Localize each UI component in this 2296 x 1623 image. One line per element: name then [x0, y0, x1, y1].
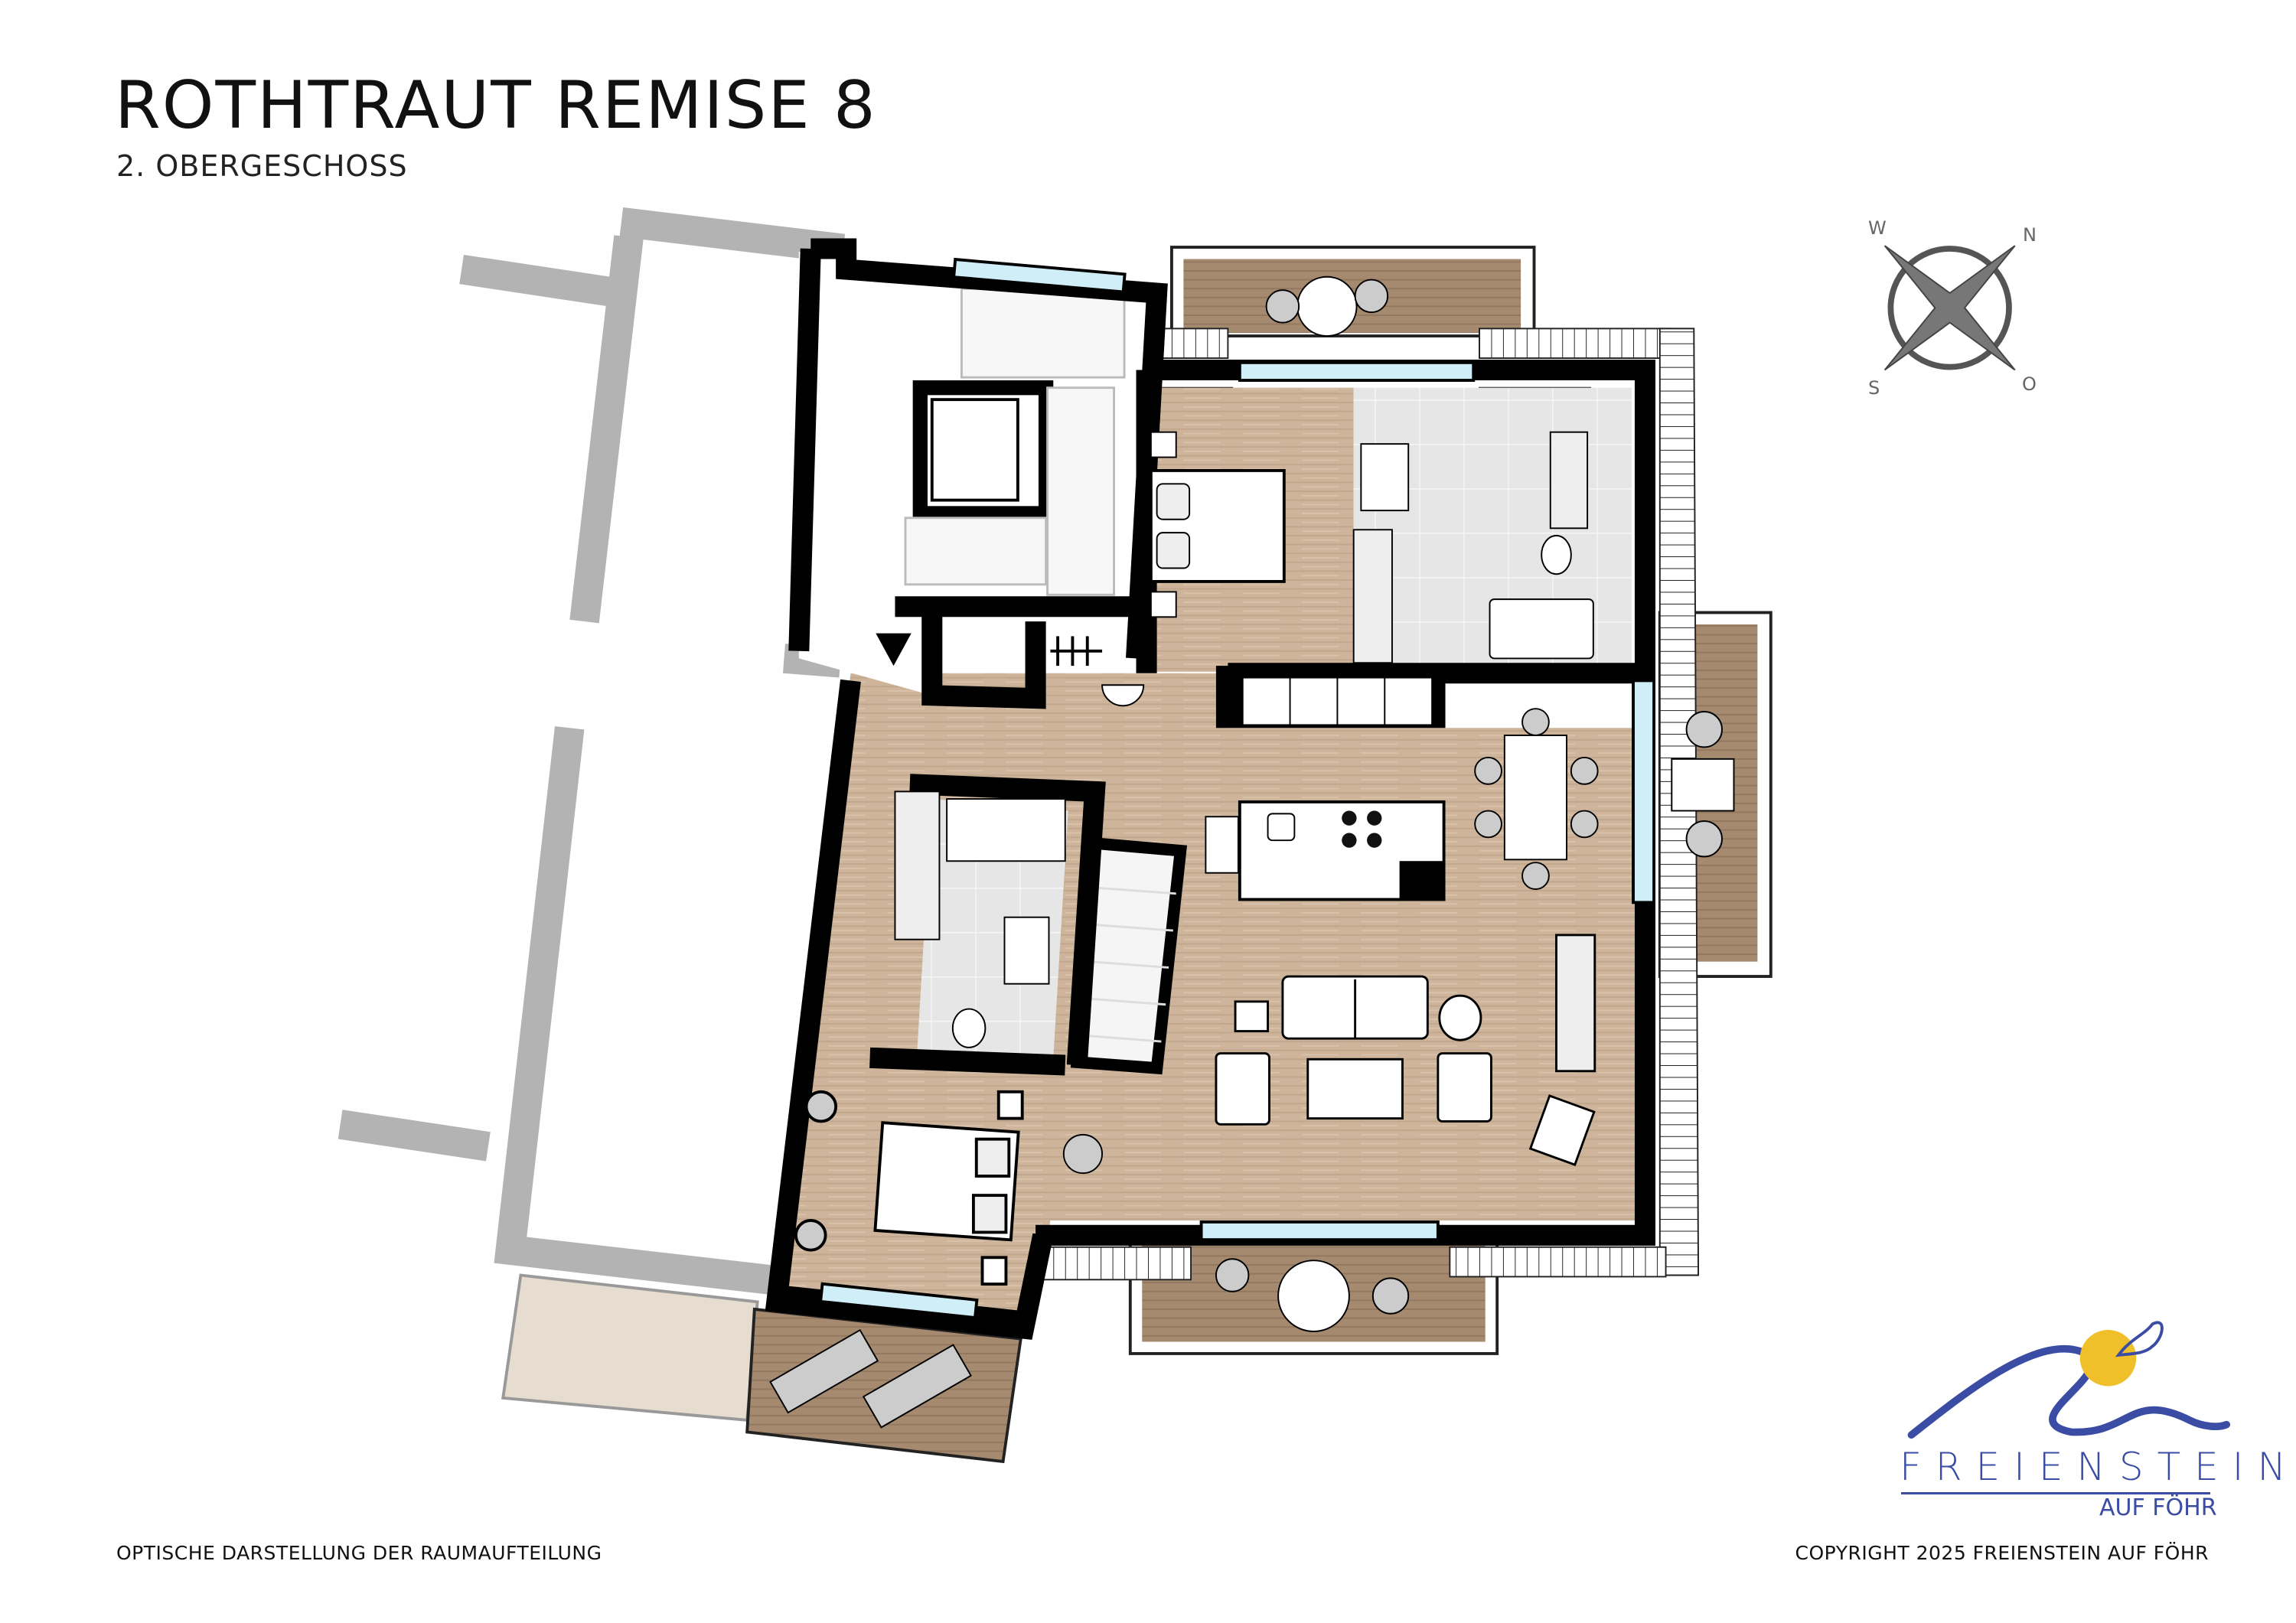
stair-steps — [1084, 886, 1176, 1043]
door-swing — [1101, 684, 1145, 707]
bathroom-2-floor — [917, 799, 1068, 1058]
entrance-arrow-icon — [876, 633, 912, 666]
bathtub-lower — [946, 798, 1066, 862]
wine-rack — [1050, 636, 1103, 666]
freienstein-logo-graphic — [1907, 1321, 2230, 1439]
compass-east-label: O — [2022, 373, 2037, 395]
shower-upper — [1549, 431, 1589, 530]
balcony-right-furniture — [1671, 711, 1735, 858]
logo-name: FREIENSTEIN — [1900, 1445, 2296, 1489]
bed-lower — [794, 1090, 1024, 1286]
elevator — [912, 380, 1054, 521]
elevator-cabin — [930, 398, 1019, 502]
living-furniture — [1215, 934, 1596, 1167]
kitchen-island — [1205, 800, 1446, 901]
logo-underline — [1901, 1492, 2210, 1494]
railing — [1042, 1246, 1192, 1281]
railing — [1449, 1246, 1667, 1278]
neighbor-building-outline — [338, 207, 846, 1295]
dining-set — [1474, 708, 1599, 890]
toilet-lower — [951, 1008, 987, 1048]
wardrobe-upper — [1352, 529, 1393, 664]
stairs-core — [904, 287, 1126, 596]
sun-loungers — [769, 1328, 972, 1429]
wardrobe-lower — [894, 790, 941, 940]
ground-terrace — [501, 1273, 759, 1423]
page-title: ROTHTRAUT REMISE 8 — [115, 67, 877, 144]
railing — [1479, 328, 1673, 360]
balcony-top — [1169, 246, 1536, 337]
floor-subtitle: 2. OBERGESCHOSS — [116, 149, 408, 183]
sink-lower — [1003, 916, 1050, 985]
copyright-text: COPYRIGHT 2025 FREIENSTEIN AUF FÖHR — [1795, 1542, 2209, 1564]
toilet-upper — [1541, 535, 1572, 575]
railing — [1153, 328, 1229, 360]
bed-upper — [1149, 431, 1286, 618]
compass-south-label: S — [1868, 377, 1880, 399]
windows — [819, 257, 1656, 1320]
logo-tagline: AUF FÖHR — [2099, 1494, 2217, 1521]
compass-rose-icon — [1883, 245, 2016, 371]
compass-north-label: N — [2023, 224, 2037, 246]
bathtub-upper — [1489, 598, 1594, 660]
balcony-tables — [1215, 275, 1410, 1332]
cabinet-dividers — [1289, 677, 1386, 725]
compass-west-label: W — [1868, 217, 1887, 239]
chair-living — [1062, 1133, 1104, 1175]
disclaimer-text: OPTISCHE DARSTELLUNG DER RAUMAUFTEILUNG — [116, 1542, 602, 1564]
sink-upper — [1360, 443, 1410, 512]
